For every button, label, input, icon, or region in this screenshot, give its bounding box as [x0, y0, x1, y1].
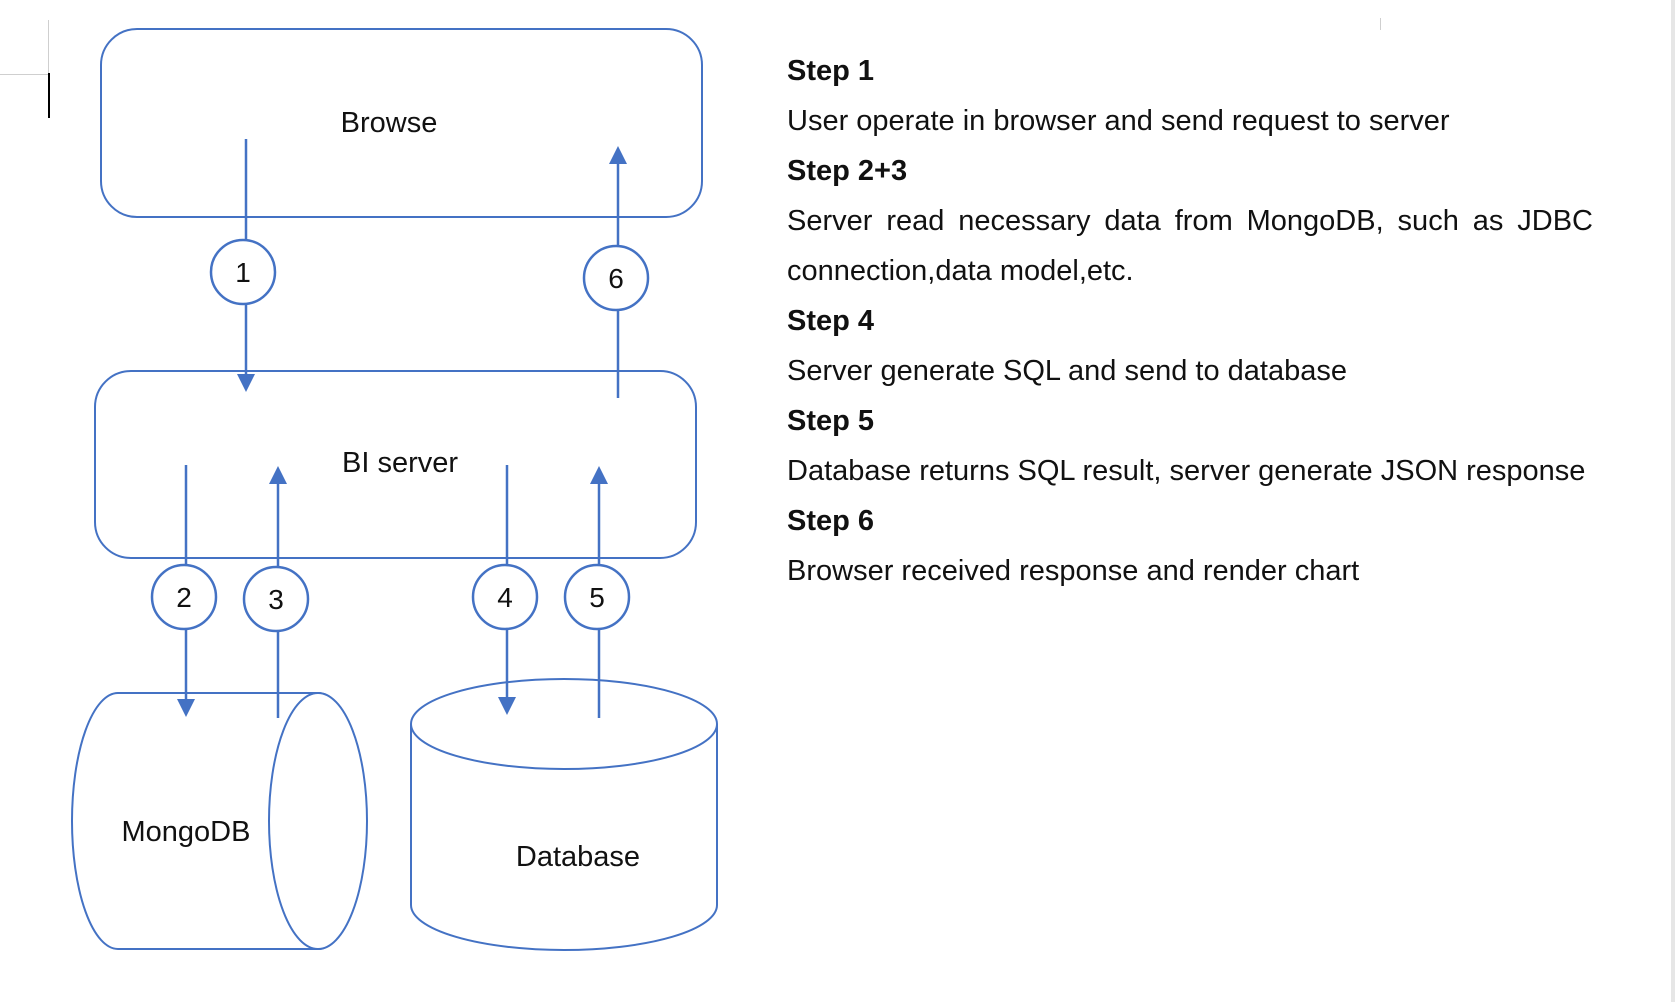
step-marker-circle	[209, 238, 277, 306]
bi-server-node: BI server	[94, 370, 697, 559]
browse-box	[100, 28, 703, 218]
bi-server-box	[94, 370, 697, 559]
step-description: Browser received response and render cha…	[787, 555, 1360, 587]
page-corner-mark	[0, 74, 48, 75]
step-marker-circle	[563, 563, 631, 631]
step-marker-circle	[471, 563, 539, 631]
step-marker-6: 6	[582, 244, 650, 312]
step-description: Database returns SQL result, server gene…	[787, 455, 1586, 487]
bi-server-label: BI server	[342, 447, 458, 479]
step-title: Step 6	[787, 505, 875, 537]
arrow-step-5-head	[590, 466, 608, 484]
step-description-list: Step 1 User operate in browser and send …	[787, 46, 1593, 596]
step-marker-4: 4	[471, 563, 539, 631]
arrow-step-6-head	[609, 146, 627, 164]
step-marker-number: 4	[497, 582, 513, 613]
step-marker-2: 2	[150, 563, 218, 631]
step-marker-number: 2	[176, 582, 192, 613]
step-marker-circle	[582, 244, 650, 312]
database-cylinder-body	[410, 724, 718, 951]
arrow-step-2-head	[177, 699, 195, 717]
step-marker-circle	[150, 563, 218, 631]
step-title: Step 2+3	[787, 155, 908, 187]
step-title: Step 1	[787, 55, 875, 87]
mongodb-label: MongoDB	[122, 816, 251, 848]
mongodb-cylinder-end	[268, 692, 368, 950]
step-description: User operate in browser and send request…	[787, 105, 1450, 137]
step-marker-number: 5	[589, 582, 605, 613]
architecture-diagram: Browse BI server MongoDB Database 1 6 2	[71, 28, 718, 951]
browse-node: Browse	[100, 28, 703, 218]
step-marker-5: 5	[563, 563, 631, 631]
scrollbar[interactable]	[1671, 0, 1675, 1002]
step-marker-3: 3	[242, 565, 310, 633]
step-description: Server read necessary data from MongoDB,…	[787, 205, 1593, 287]
step-marker-circle	[242, 565, 310, 633]
database-node: Database	[410, 678, 718, 951]
arrow-step-3-head	[269, 466, 287, 484]
step-marker-number: 3	[268, 584, 284, 615]
step-marker-1: 1	[209, 238, 277, 306]
database-label: Database	[516, 841, 640, 873]
browse-label: Browse	[341, 107, 438, 139]
page-corner-mark	[1380, 18, 1381, 30]
database-cylinder-top	[410, 678, 718, 770]
arrow-step-4-head	[498, 697, 516, 715]
step-title: Step 4	[787, 305, 875, 337]
text-cursor	[48, 73, 50, 118]
arrow-step-1-head	[237, 374, 255, 392]
step-description: Server generate SQL and send to database	[787, 355, 1347, 387]
page-corner-mark	[48, 20, 49, 74]
mongodb-node: MongoDB	[71, 692, 368, 950]
step-marker-number: 1	[235, 257, 251, 288]
step-marker-number: 6	[608, 263, 624, 294]
step-title: Step 5	[787, 405, 875, 437]
